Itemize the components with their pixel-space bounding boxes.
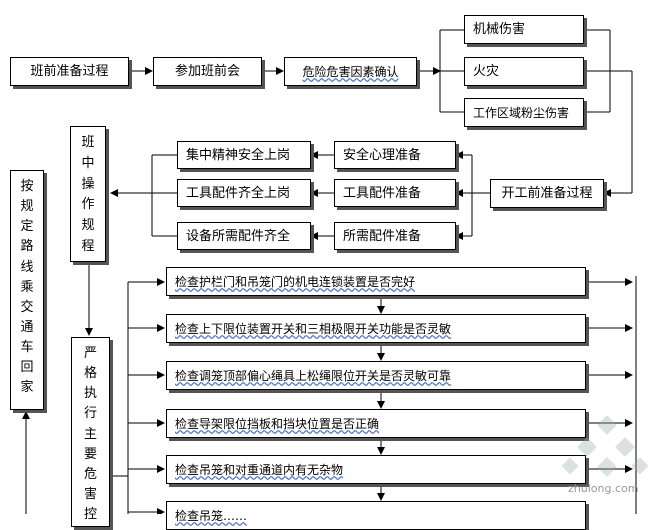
right-pair-item: 工具配件准备 [334, 179, 456, 207]
hazard-confirm-label: 危险危害因素确认 [302, 64, 399, 79]
check-item: 检查上下限位装置开关和三相极限开关功能是否灵敏 [166, 314, 586, 343]
check-item: 检查调笼顶部偏心绳具上松绳限位开关是否灵敏可靠 [166, 361, 586, 390]
return-home-label: 按规定路线乘交通车回家 [20, 179, 34, 396]
watermark-text: zhulong.com [568, 482, 639, 495]
check-item-label: 检查调笼顶部偏心绳具上松绳限位开关是否灵敏可靠 [175, 368, 452, 383]
right-pair-label: 所需配件准备 [343, 228, 422, 244]
check-item: 检查导架限位挡板和挡块位置是否正确 [166, 409, 586, 438]
left-pair-item: 集中精神安全上岗 [177, 141, 311, 169]
strict-control-label: 严格执行主要危害控 [83, 346, 97, 523]
hazard-confirm-box: 危险危害因素确认 [284, 57, 417, 86]
left-pair-label: 集中精神安全上岗 [186, 147, 291, 163]
start-prep-label: 开工前准备过程 [501, 186, 593, 201]
check-item: 检查吊笼和对重通道内有无杂物 [166, 455, 586, 484]
hazard-item: 工作区域粉尘伤害 [464, 98, 584, 127]
hazard-item: 火灾 [464, 57, 584, 86]
right-pair-item: 安全心理准备 [334, 141, 456, 169]
shift-ops-box: 班中操作规程 [70, 126, 106, 262]
check-item-label: 检查导架限位挡板和挡块位置是否正确 [175, 416, 380, 431]
check-item-label: 检查上下限位装置开关和三相极限开关功能是否灵敏 [175, 321, 452, 336]
prep-process-label: 班前准备过程 [30, 64, 109, 79]
left-pair-label: 工具配件齐全上岗 [186, 185, 291, 201]
right-pair-item: 所需配件准备 [334, 222, 456, 250]
hazard-item-label: 火灾 [473, 64, 500, 79]
hazard-item-label: 机械伤害 [473, 22, 526, 37]
right-pair-label: 安全心理准备 [343, 147, 422, 163]
left-pair-item: 设备所需配件齐全 [177, 222, 311, 250]
watermark-logo-icon [561, 415, 649, 477]
prep-process-box: 班前准备过程 [10, 57, 129, 86]
check-item-label: 检查护栏门和吊笼门的机电连锁装置是否完好 [175, 274, 416, 289]
check-item: 检查护栏门和吊笼门的机电连锁装置是否完好 [166, 267, 586, 296]
check-item: 检查吊笼…… [166, 501, 586, 530]
pre-shift-meeting-box: 参加班前会 [153, 57, 262, 86]
left-pair-item: 工具配件齐全上岗 [177, 179, 311, 207]
shift-ops-label: 班中操作规程 [81, 135, 95, 254]
connector-lines [22, 29, 637, 514]
hazard-item: 机械伤害 [464, 15, 584, 44]
return-home-box: 按规定路线乘交通车回家 [10, 170, 44, 410]
check-item-label: 检查吊笼和对重通道内有无杂物 [175, 462, 344, 477]
right-pair-label: 工具配件准备 [343, 185, 422, 201]
strict-control-box: 严格执行主要危害控 [71, 337, 110, 527]
pre-shift-meeting-label: 参加班前会 [174, 64, 240, 79]
check-item-label: 检查吊笼…… [175, 508, 248, 523]
start-prep-box: 开工前准备过程 [490, 179, 604, 208]
left-pair-label: 设备所需配件齐全 [186, 228, 291, 244]
hazard-item-label: 工作区域粉尘伤害 [473, 105, 570, 120]
